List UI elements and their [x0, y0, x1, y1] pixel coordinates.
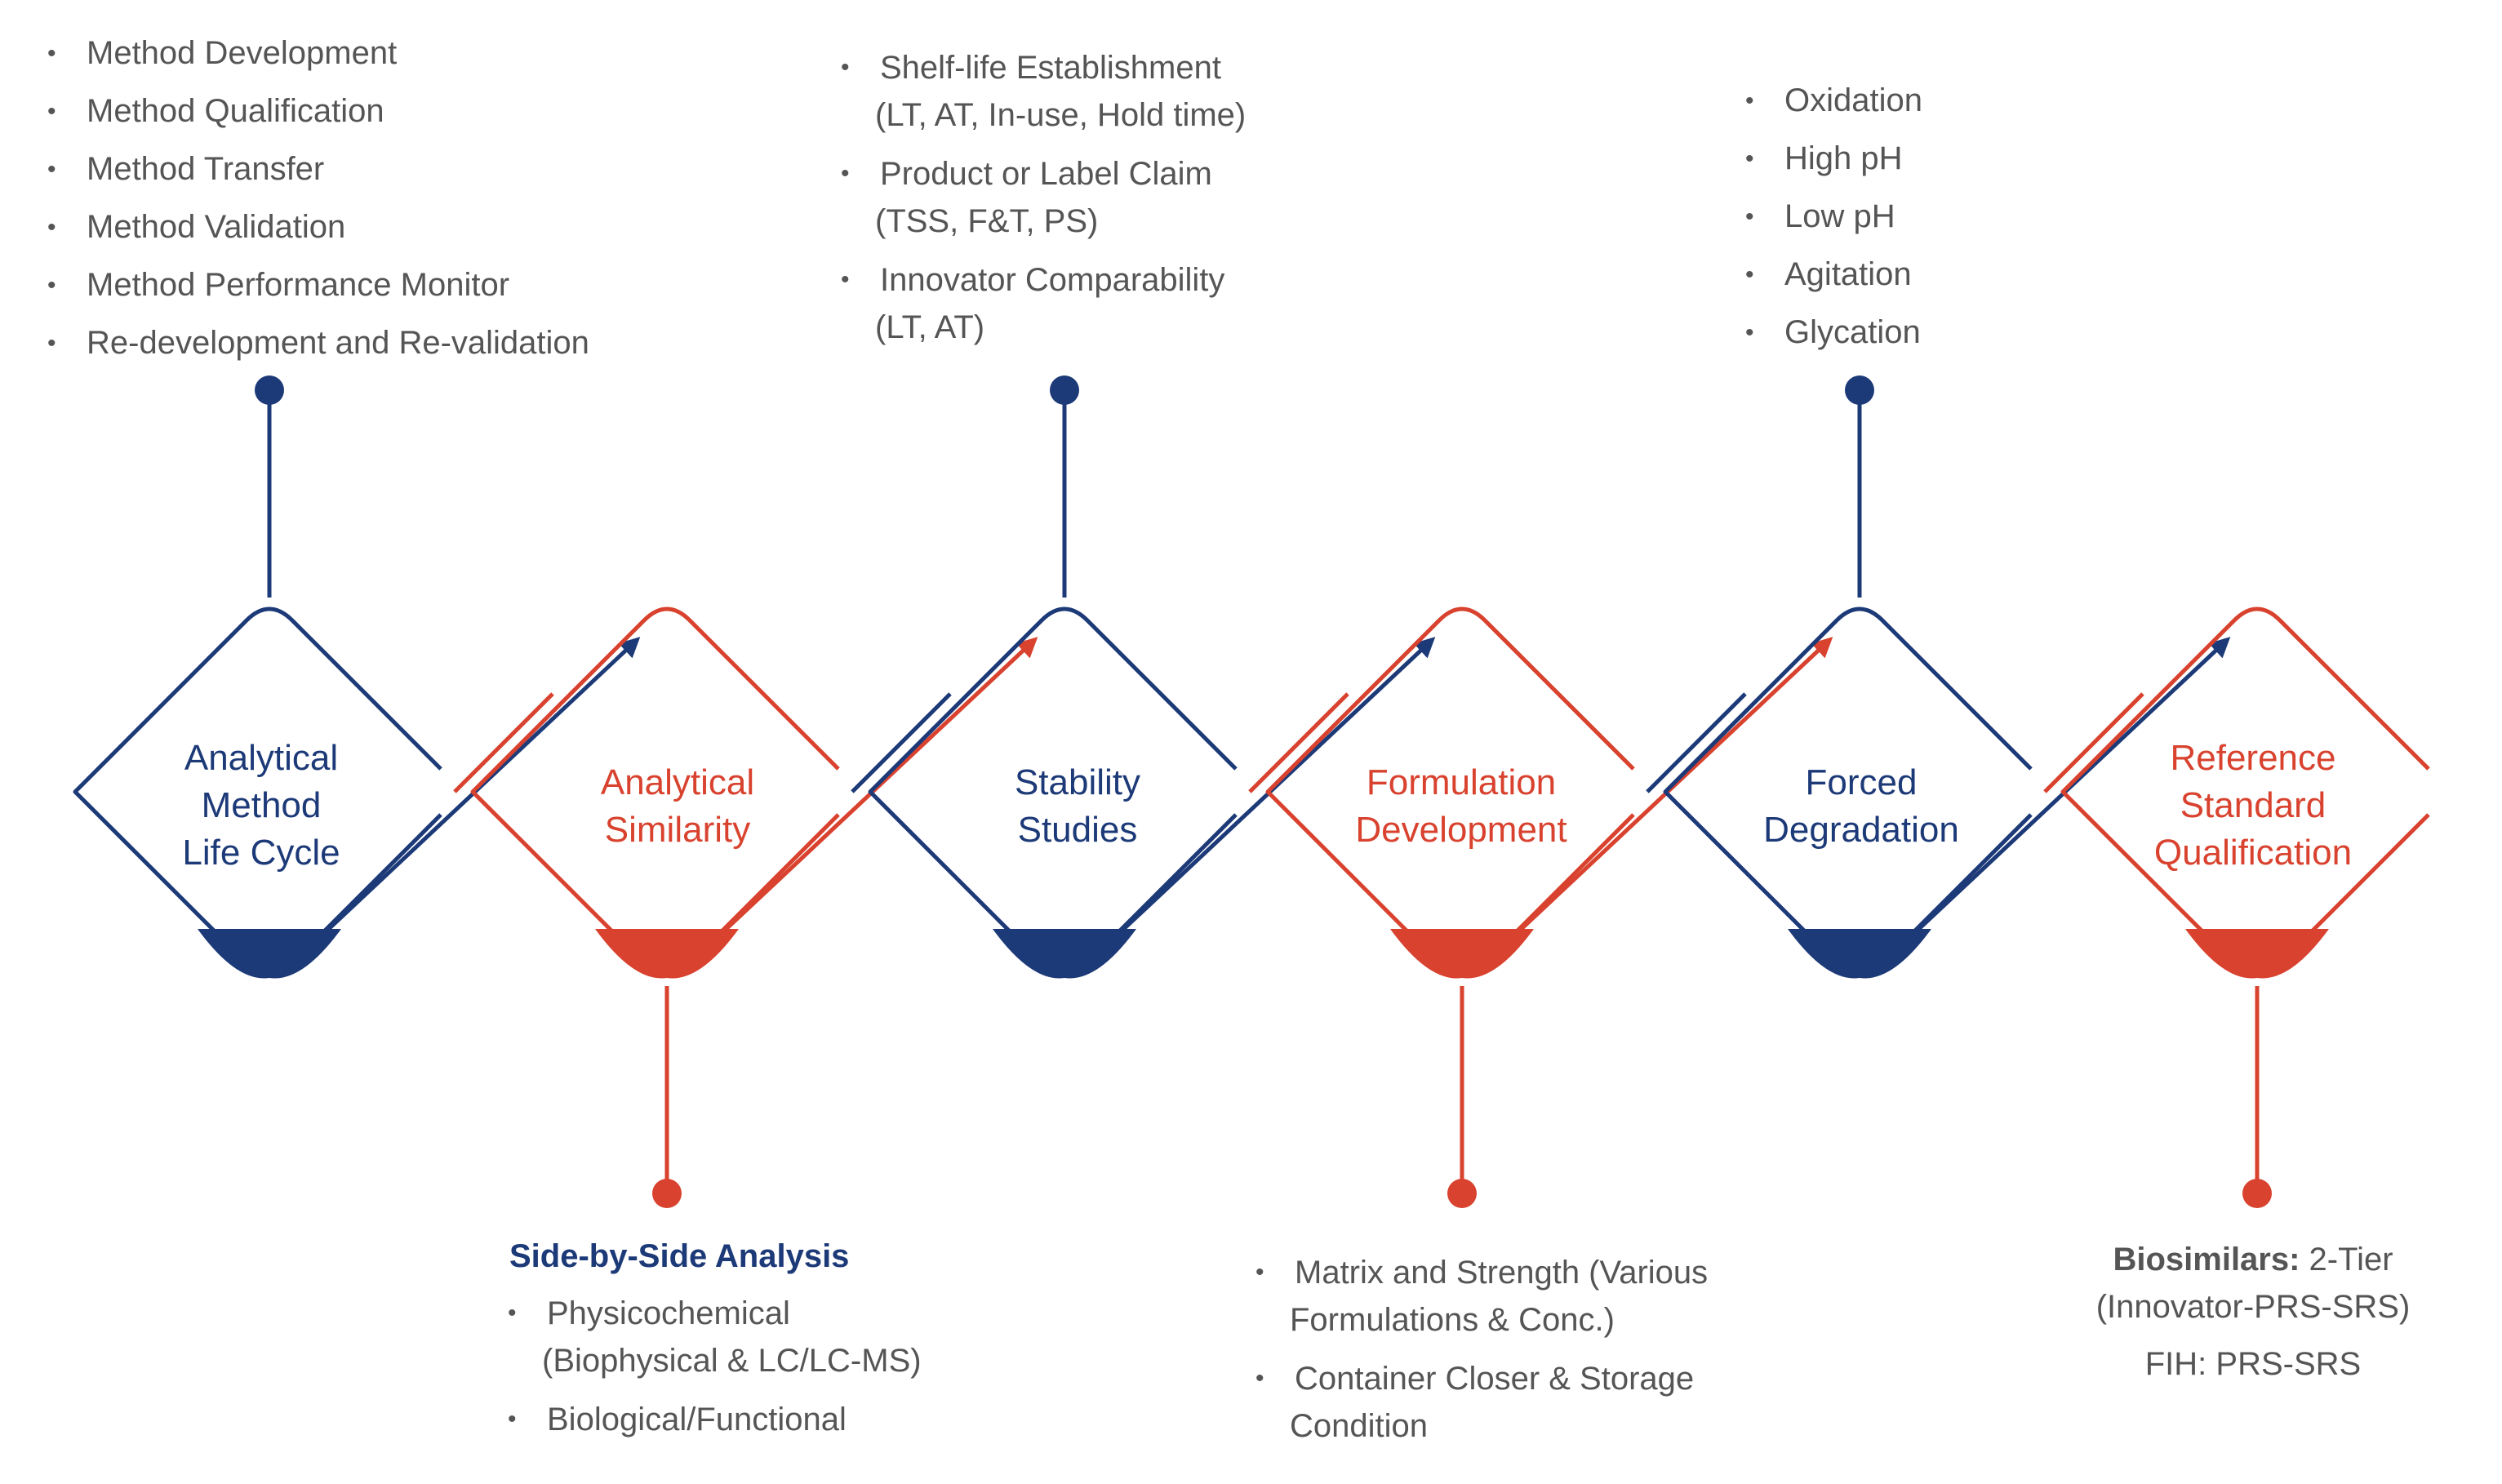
stage-label-analytical-method-life-cycle: Analytical Method Life Cycle: [182, 738, 340, 873]
side-by-side-heading: Side-by-Side Analysis: [509, 1238, 850, 1274]
list-item: Method Transfer: [47, 140, 589, 198]
reference-line3: FIH: PRS-SRS: [2144, 1346, 2362, 1382]
reference-line2: (Innovator-PRS-SRS): [2095, 1289, 2411, 1325]
stub-formulation-development: [1248, 692, 1349, 793]
list-item-line1: Product or Label Claim: [880, 156, 1212, 192]
list-item: Shelf-life Establishment (LT, AT, In-use…: [841, 44, 1246, 139]
formulation-development-list: Matrix and Strength (Various Formulation…: [1255, 1249, 1708, 1450]
arrow-forced-degradation: [1881, 637, 2231, 965]
bowl-analytical-method-life-cycle: [198, 929, 341, 979]
arrow-formulation-development: [1483, 637, 1833, 965]
dot-formulation-development: [1447, 1179, 1477, 1208]
dot-forced-degradation: [1845, 375, 1874, 405]
list-item: Agitation: [1745, 246, 1922, 304]
list-item: Physicochemical (Biophysical & LC/LC-MS): [508, 1290, 922, 1384]
dot-analytical-similarity: [652, 1179, 682, 1208]
list-item-line2: (TSS, F&T, PS): [875, 203, 1099, 239]
bowl-forced-degradation: [1788, 929, 1931, 979]
biosimilars-label: Biosimilars:: [2113, 1242, 2300, 1277]
list-item: Re-development and Re-validation: [47, 314, 589, 372]
analytical-similarity-list: Physicochemical (Biophysical & LC/LC-MS)…: [508, 1290, 922, 1443]
list-item-line1: Shelf-life Establishment: [880, 50, 1221, 86]
list-item-line2: (LT, AT, In-use, Hold time): [875, 97, 1247, 133]
list-item-line1: Biological/Functional: [547, 1402, 847, 1437]
list-item: Glycation: [1745, 304, 1922, 362]
stage-label-formulation-development: Formulation Development: [1355, 762, 1567, 850]
list-item: Product or Label Claim (TSS, F&T, PS): [841, 150, 1246, 245]
list-item: Method Development: [47, 24, 589, 82]
list-item: Biological/Functional: [508, 1396, 922, 1443]
reference-line1: Biosimilars: 2-Tier: [2090, 1236, 2416, 1283]
list-item-line1: Physicochemical: [547, 1295, 790, 1331]
stage-label-stability-studies: Stability Studies: [1014, 762, 1141, 850]
stub-forced-degradation: [1646, 692, 1747, 793]
stage-label-analytical-similarity: Analytical Similarity: [600, 762, 755, 850]
forced-degradation-list: Oxidation High pH Low pH Agitation Glyca…: [1745, 72, 1922, 362]
bowl-stability-studies: [993, 929, 1136, 979]
list-item-line2: (LT, AT): [875, 309, 985, 345]
arrow-stability-studies: [1086, 637, 1436, 965]
list-item-line2: (Biophysical & LC/LC-MS): [542, 1343, 922, 1379]
list-item: Matrix and Strength (Various Formulation…: [1255, 1249, 1708, 1344]
list-item-line1: Container Closer & Storage: [1295, 1361, 1695, 1397]
list-item: Innovator Comparability (LT, AT): [841, 256, 1246, 351]
list-item-line2: Condition: [1290, 1408, 1429, 1444]
reference-standard-notes: Biosimilars: 2-Tier (Innovator-PRS-SRS) …: [2090, 1236, 2416, 1388]
bowl-formulation-development: [1390, 929, 1534, 979]
stability-studies-list: Shelf-life Establishment (LT, AT, In-use…: [841, 44, 1246, 351]
list-item-line2: Formulations & Conc.): [1290, 1302, 1615, 1338]
stage-label-reference-standard-qualification: Reference Standard Qualification: [2153, 738, 2353, 873]
stage-label-forced-degradation: Forced Degradation: [1763, 762, 1959, 850]
reference-tier: 2-Tier: [2300, 1242, 2393, 1277]
bowl-reference-standard-qualification: [2185, 929, 2329, 979]
dot-reference-standard-qualification: [2242, 1179, 2272, 1208]
list-item-line1: Matrix and Strength (Various: [1295, 1255, 1709, 1291]
stub-analytical-similarity: [453, 692, 554, 793]
list-item: Method Qualification: [47, 82, 589, 140]
stub-reference-standard-qualification: [2043, 692, 2144, 793]
bowl-analytical-similarity: [595, 929, 739, 979]
list-item: Low pH: [1745, 188, 1922, 246]
list-item: Method Performance Monitor: [47, 256, 589, 314]
list-item: Oxidation: [1745, 72, 1922, 130]
dot-analytical-method-life-cycle: [255, 375, 284, 405]
arrow-analytical-method-life-cycle: [291, 637, 641, 965]
list-item: Method Validation: [47, 198, 589, 256]
dot-stability-studies: [1050, 375, 1079, 405]
list-item-line1: Innovator Comparability: [880, 262, 1225, 298]
method-life-cycle-list: Method Development Method Qualification …: [47, 24, 589, 372]
list-item: High pH: [1745, 130, 1922, 188]
stub-stability-studies: [851, 692, 952, 793]
list-item: Container Closer & Storage Condition: [1255, 1355, 1708, 1450]
arrow-analytical-similarity: [688, 637, 1038, 965]
